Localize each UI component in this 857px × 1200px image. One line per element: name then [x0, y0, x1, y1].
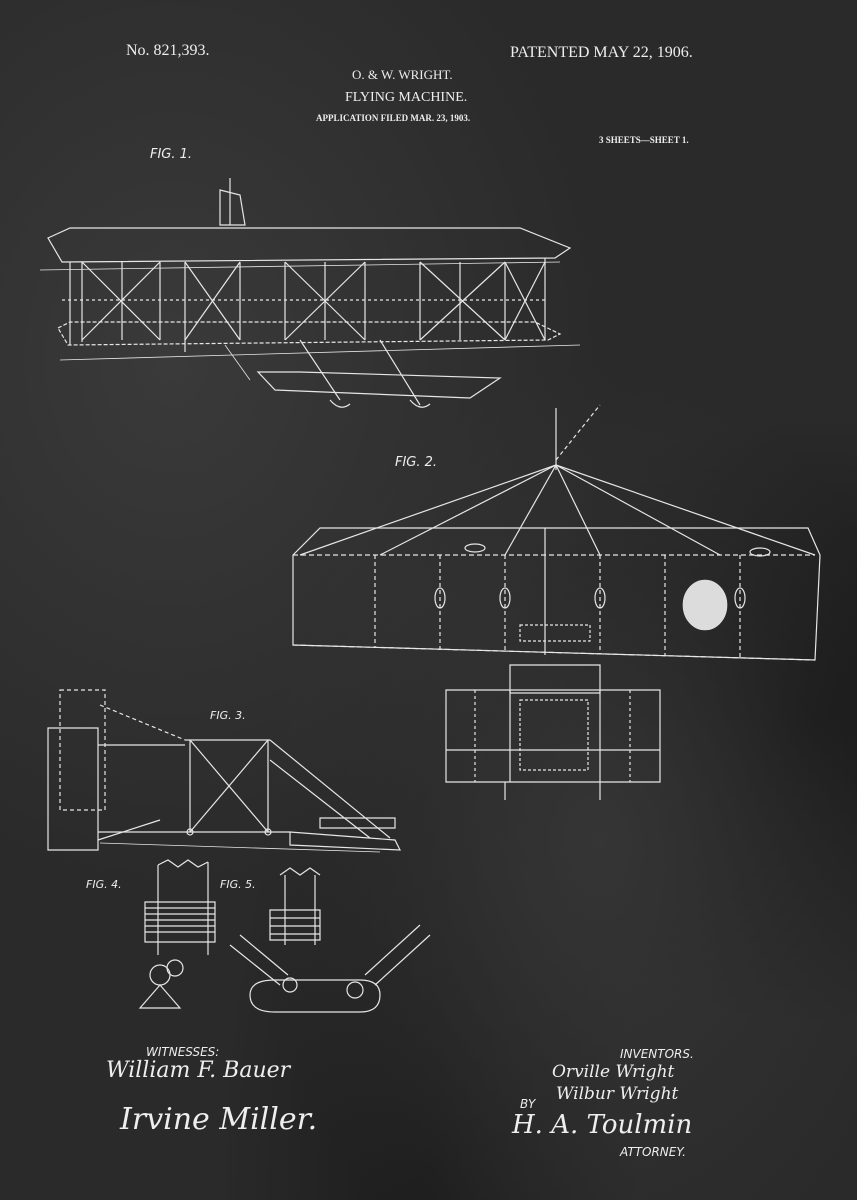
witnesses-label: WITNESSES:	[146, 1045, 220, 1059]
inventor-signature-2: Wilbur Wright	[556, 1084, 679, 1104]
fig3-side-drawing	[48, 690, 400, 852]
attorney-signature: H. A. Toulmin	[512, 1110, 693, 1140]
patented-date: PATENTED MAY 22, 1906.	[510, 44, 693, 61]
fig3-label: FIG. 3.	[210, 709, 246, 722]
fig1-label: FIG. 1.	[150, 147, 193, 162]
fig2-plan-drawing	[293, 405, 820, 800]
witness-signature-1: William F. Bauer	[106, 1058, 291, 1083]
fig2-label: FIG. 2.	[395, 455, 438, 470]
inventors-line: O. & W. WRIGHT.	[352, 67, 453, 82]
patent-title: FLYING MACHINE.	[345, 90, 468, 105]
inventor-signature-1: Orville Wright	[552, 1062, 675, 1082]
fig5-detail-drawing	[230, 868, 430, 1012]
attorney-label: ATTORNEY.	[620, 1145, 686, 1159]
fig4-label: FIG. 4.	[86, 878, 122, 891]
fig1-biplane-drawing	[40, 178, 580, 407]
fig5-label: FIG. 5.	[220, 878, 256, 891]
patent-number: No. 821,393.	[126, 42, 210, 59]
by-label: BY	[520, 1097, 536, 1111]
inventors-label: INVENTORS.	[620, 1047, 694, 1061]
sheet-count: 3 SHEETS—SHEET 1.	[599, 135, 689, 145]
fig4-detail-drawing	[140, 860, 215, 1008]
application-filed: APPLICATION FILED MAR. 23, 1903.	[316, 113, 471, 123]
witness-signature-2: Irvine Miller.	[120, 1102, 318, 1137]
